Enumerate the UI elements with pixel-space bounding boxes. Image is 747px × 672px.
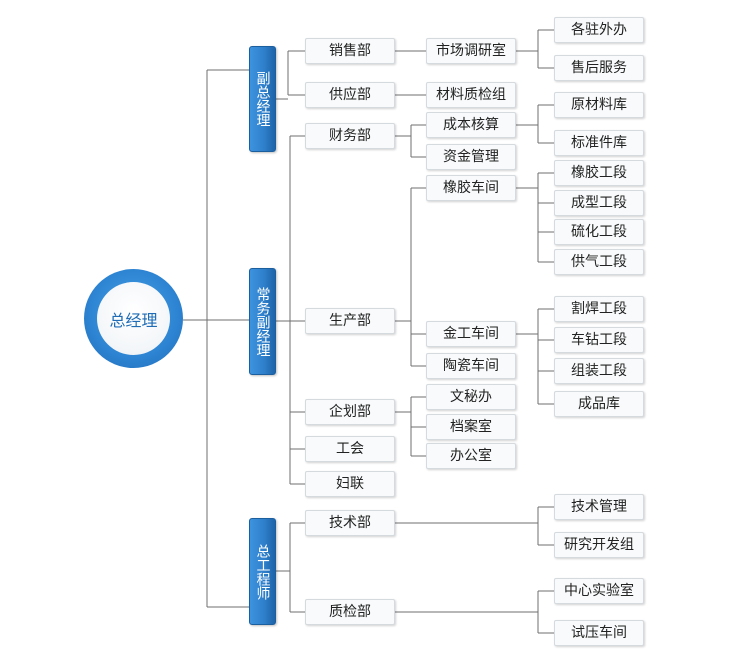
unit-rubber-section: 橡胶工段: [554, 160, 644, 186]
unit-tech-mgmt: 技术管理: [554, 494, 644, 520]
section-rubber-workshop: 橡胶车间: [426, 175, 516, 201]
section-secretary: 文秘办: [426, 384, 516, 410]
root-node: 总经理: [84, 269, 183, 368]
deputy-vp-label: 副总经理: [254, 71, 271, 127]
dept-qc: 质检部: [305, 599, 395, 625]
unit-raw-material-store: 原材料库: [554, 92, 644, 118]
unit-assembly-section: 组装工段: [554, 358, 644, 384]
unit-gas-section: 供气工段: [554, 249, 644, 275]
section-office: 办公室: [426, 443, 516, 469]
section-material-qc: 材料质检组: [426, 82, 516, 108]
unit-welding-section: 割焊工段: [554, 296, 644, 322]
dept-planning: 企划部: [305, 399, 395, 425]
unit-molding-section: 成型工段: [554, 190, 644, 216]
dept-women: 妇联: [305, 471, 395, 497]
dept-sales: 销售部: [305, 38, 395, 64]
unit-standard-parts-store: 标准件库: [554, 130, 644, 156]
dept-production: 生产部: [305, 308, 395, 334]
unit-offices: 各驻外办: [554, 17, 644, 43]
root-label: 总经理: [97, 282, 170, 355]
section-archive: 档案室: [426, 414, 516, 440]
dept-supply: 供应部: [305, 82, 395, 108]
unit-central-lab: 中心实验室: [554, 578, 644, 604]
section-cost-accounting: 成本核算: [426, 112, 516, 138]
unit-vulcanizing-section: 硫化工段: [554, 219, 644, 245]
section-metal-workshop: 金工车间: [426, 321, 516, 347]
deputy-evp: 常务副经理: [249, 268, 276, 375]
unit-drilling-section: 车钻工段: [554, 327, 644, 353]
dept-union: 工会: [305, 436, 395, 462]
dept-finance: 财务部: [305, 123, 395, 149]
unit-finished-store: 成品库: [554, 391, 644, 417]
deputy-chief-engineer-label: 总工程师: [254, 543, 271, 600]
section-fund-mgmt: 资金管理: [426, 144, 516, 170]
unit-after-sales: 售后服务: [554, 55, 644, 81]
deputy-evp-label: 常务副经理: [254, 286, 271, 357]
dept-tech: 技术部: [305, 510, 395, 536]
section-market-research: 市场调研室: [426, 38, 516, 64]
unit-pressure-workshop: 试压车间: [554, 620, 644, 646]
deputy-vp: 副总经理: [249, 46, 276, 152]
section-ceramic-workshop: 陶瓷车间: [426, 353, 516, 379]
deputy-chief-engineer: 总工程师: [249, 518, 276, 625]
unit-rnd-group: 研究开发组: [554, 532, 644, 558]
